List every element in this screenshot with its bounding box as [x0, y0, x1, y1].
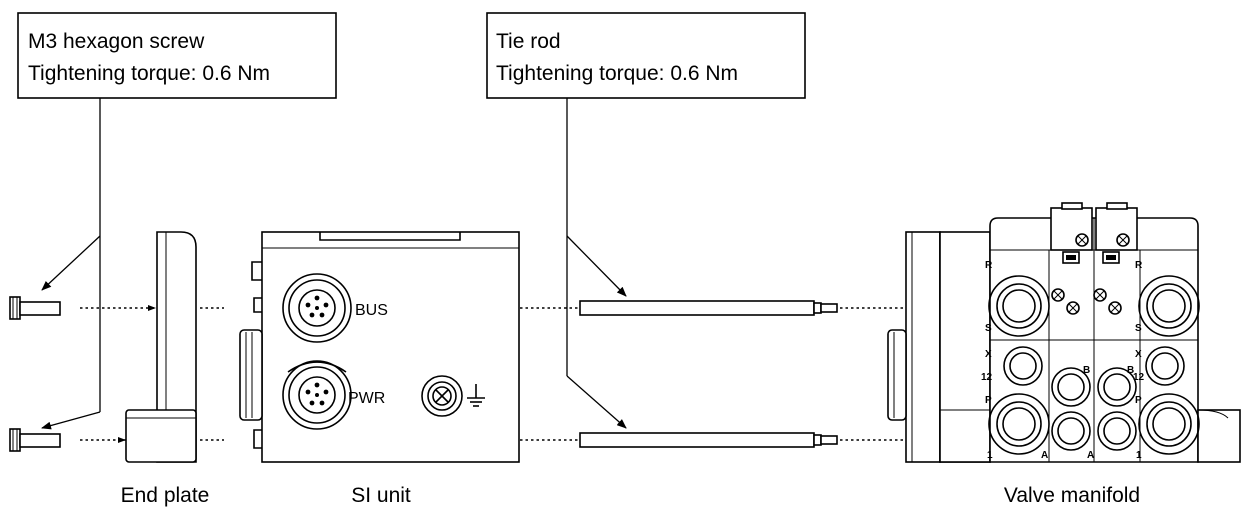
mark-x-right: X — [1135, 349, 1142, 360]
si-unit-body — [261, 231, 520, 463]
mark-r-left: R — [985, 260, 993, 271]
screw-callout-title: M3 hexagon screw — [28, 30, 205, 53]
screw-callout: M3 hexagon screw Tightening torque: 0.6 … — [17, 12, 337, 99]
pwr-port-label: PWR — [348, 390, 385, 407]
ground-screw-icon — [421, 375, 463, 417]
tierod-leader-lines — [566, 98, 627, 429]
tierod-callout-box — [486, 12, 806, 99]
end-plate — [125, 231, 197, 463]
tierod-callout-torque: Tightening torque: 0.6 Nm — [496, 62, 738, 85]
mark-x-left: X — [985, 349, 992, 360]
caption-end-plate: End plate — [121, 484, 210, 507]
mark-p-right: P — [1135, 395, 1142, 406]
tie-rod-bottom — [579, 432, 838, 448]
mark-s-right: S — [1135, 323, 1142, 334]
manifold-port-marks: R R S S X X 12 12 P P 1 1 A A B B — [981, 260, 1145, 461]
tierod-callout-title: Tie rod — [496, 30, 561, 53]
hexagon-screw-bottom — [9, 428, 61, 452]
tierod-callout: Tie rod Tightening torque: 0.6 Nm — [486, 12, 806, 99]
screw-callout-torque: Tightening torque: 0.6 Nm — [28, 62, 270, 85]
manual-override-icon — [1051, 233, 1130, 315]
mark-12-right: 12 — [1133, 372, 1145, 383]
tie-rod-top — [579, 300, 838, 316]
mark-12-left: 12 — [981, 372, 993, 383]
mark-a-left: A — [1041, 450, 1048, 461]
mark-b-left: B — [1083, 365, 1090, 376]
ground-symbol-icon — [467, 384, 485, 407]
caption-valve-manifold: Valve manifold — [1004, 484, 1140, 507]
manifold-ports — [988, 275, 1200, 455]
screw-callout-box — [17, 12, 337, 99]
mark-p-left: P — [985, 395, 992, 406]
hexagon-screw-top — [9, 296, 61, 320]
caption-si-unit: SI unit — [351, 484, 411, 507]
mark-s-left: S — [985, 323, 992, 334]
pwr-connector-icon — [282, 360, 352, 430]
mark-a-right: A — [1087, 450, 1094, 461]
assembly-dotted-lines — [80, 305, 905, 443]
mark-1-right: 1 — [1136, 450, 1142, 461]
bus-port-label: BUS — [355, 302, 388, 319]
bus-connector-icon — [282, 273, 352, 343]
mark-b-right: B — [1127, 365, 1134, 376]
valve-manifold: R R S S X X 12 12 P P 1 1 A A B B — [887, 202, 1241, 463]
si-unit: BUS PWR — [239, 231, 520, 463]
mark-r-right: R — [1135, 260, 1143, 271]
screw-leader-lines — [41, 98, 101, 430]
mark-1-left: 1 — [987, 450, 993, 461]
